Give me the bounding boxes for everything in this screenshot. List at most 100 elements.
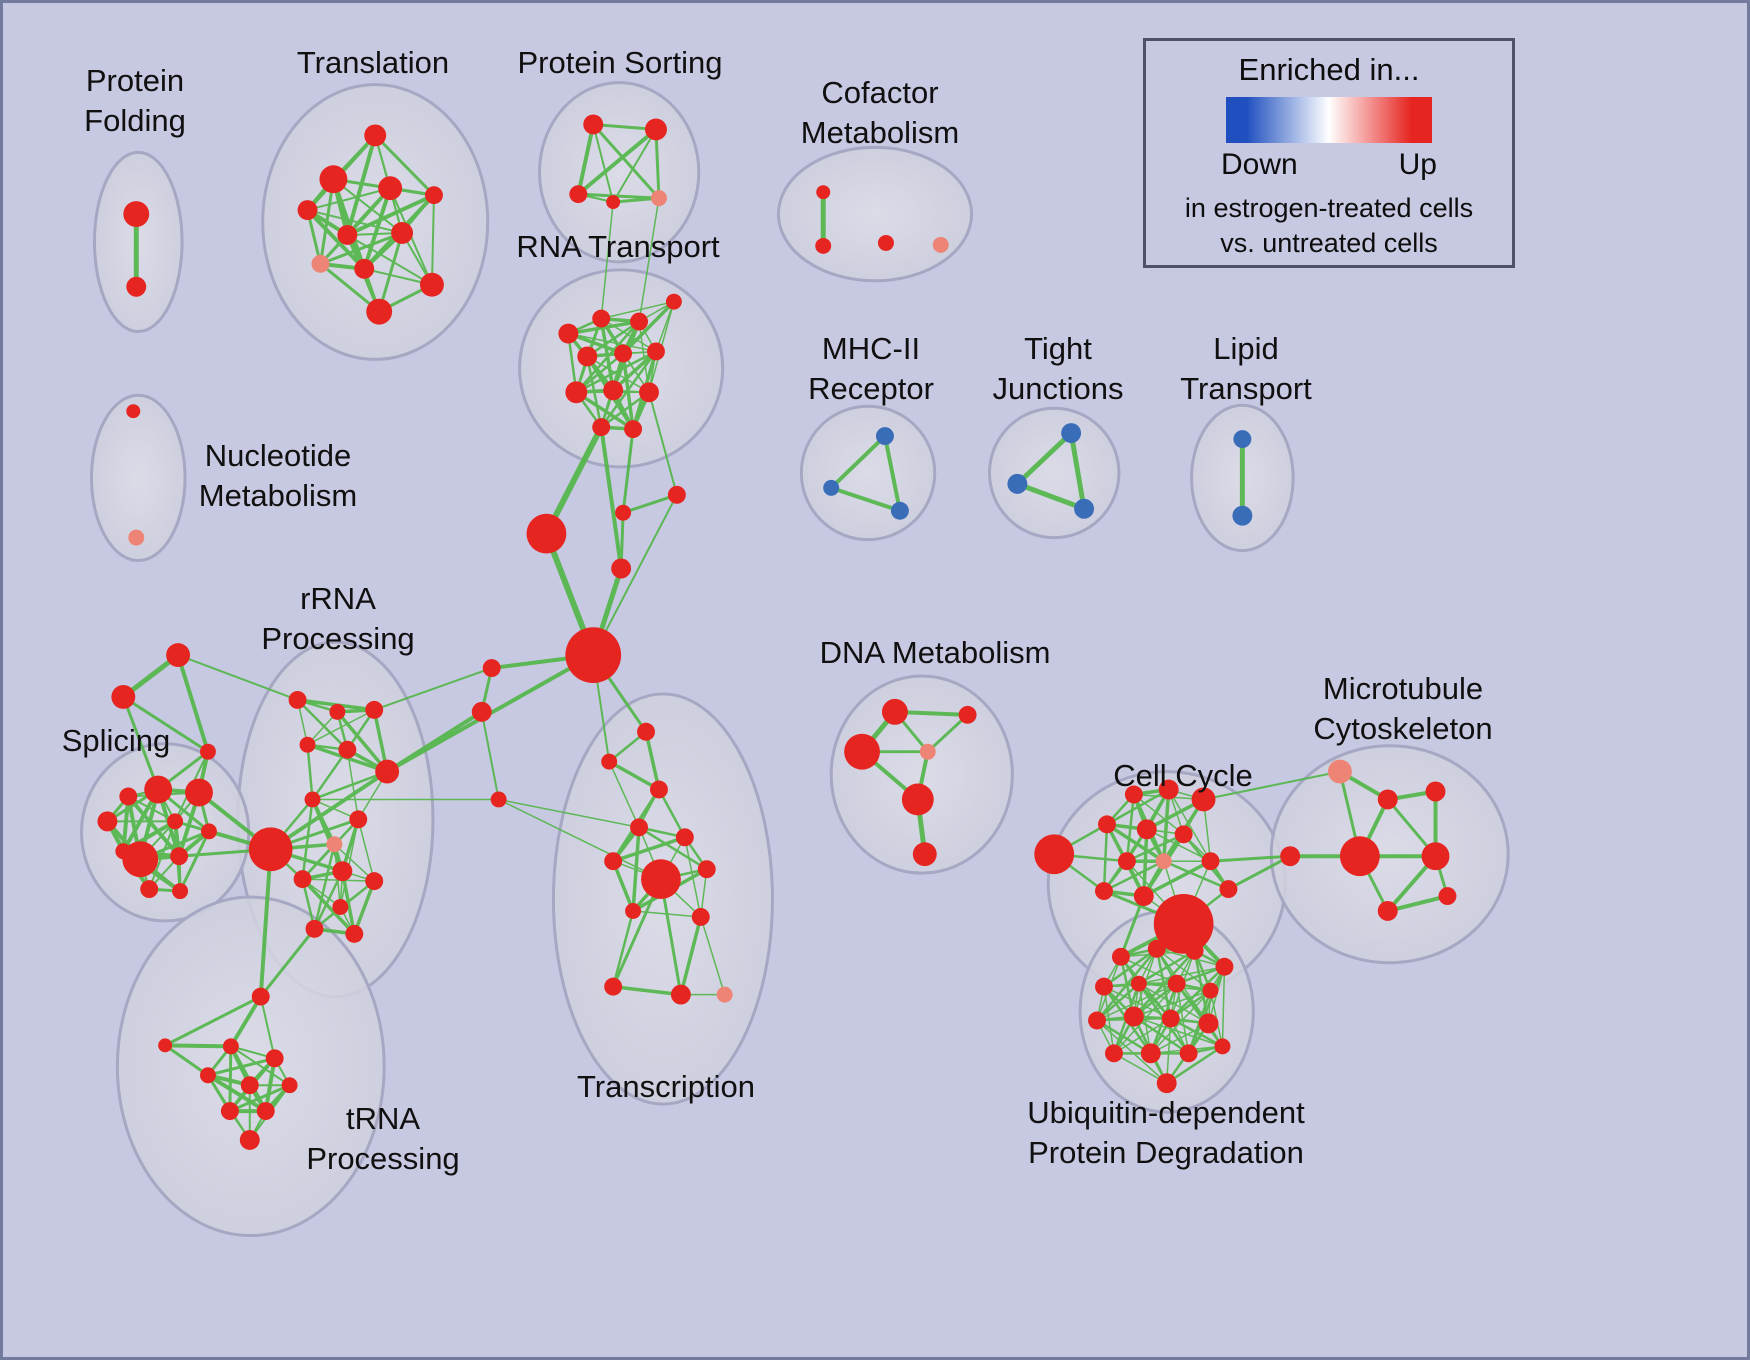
edge — [611, 984, 683, 997]
edge — [1175, 982, 1190, 1055]
edge — [339, 818, 360, 908]
nodes — [97, 114, 1457, 1150]
edge — [592, 123, 615, 204]
node — [1124, 785, 1143, 804]
node — [1191, 787, 1216, 812]
node — [815, 237, 832, 254]
node — [144, 775, 173, 804]
edge — [637, 826, 708, 871]
edge — [679, 915, 703, 997]
edge — [206, 1056, 277, 1077]
edge — [600, 201, 614, 320]
node — [1153, 894, 1214, 954]
node — [1061, 423, 1082, 444]
node — [1161, 1009, 1180, 1028]
node — [565, 381, 588, 404]
node — [565, 627, 622, 683]
edge — [311, 748, 349, 801]
edge — [592, 493, 678, 657]
node — [637, 722, 655, 741]
node — [329, 703, 346, 720]
edge — [1385, 894, 1450, 913]
node — [185, 778, 213, 807]
edge — [574, 390, 635, 431]
node — [239, 1130, 260, 1150]
node — [615, 504, 632, 521]
node — [281, 1077, 298, 1094]
node — [97, 811, 118, 832]
edge — [1105, 822, 1166, 863]
edge — [228, 1083, 292, 1113]
legend-axis-labels: Down Up — [1221, 147, 1437, 183]
edge — [163, 1043, 210, 1077]
edge — [306, 209, 404, 234]
node — [691, 907, 710, 926]
edge — [612, 128, 657, 204]
node — [248, 827, 293, 872]
node — [420, 272, 444, 297]
node — [697, 860, 716, 879]
edge — [362, 186, 393, 271]
edge — [373, 133, 436, 197]
edge — [306, 709, 375, 746]
edge — [654, 127, 661, 200]
node — [1140, 1043, 1161, 1064]
cluster-ellipse-mhc — [799, 404, 937, 542]
node — [919, 743, 936, 760]
edge — [163, 1043, 233, 1049]
node — [1179, 1044, 1198, 1063]
edge — [926, 713, 970, 754]
edge — [377, 231, 404, 314]
node — [375, 759, 400, 784]
node — [1233, 430, 1252, 449]
edge — [1162, 859, 1230, 891]
node — [1088, 1011, 1106, 1030]
edge — [1096, 982, 1178, 1022]
node — [365, 700, 384, 719]
node — [604, 977, 623, 996]
edge — [335, 710, 389, 774]
node — [490, 791, 507, 808]
edge — [1150, 989, 1212, 1055]
node — [583, 114, 604, 135]
node — [667, 485, 686, 504]
edge — [345, 133, 378, 237]
node — [1095, 882, 1113, 901]
node — [1202, 982, 1219, 999]
edge — [1133, 989, 1212, 1018]
edge — [1102, 859, 1165, 893]
edge — [1105, 788, 1170, 826]
cluster-ellipse-trna — [115, 895, 386, 1238]
edge — [648, 391, 678, 496]
edge — [331, 177, 367, 271]
node — [816, 185, 831, 200]
node — [122, 841, 159, 878]
edge — [575, 350, 658, 394]
node — [877, 234, 894, 251]
edge — [229, 1045, 291, 1087]
node — [624, 420, 643, 439]
edge — [1221, 965, 1226, 1048]
edge — [430, 194, 435, 286]
edge — [1161, 787, 1171, 863]
edge — [311, 770, 389, 801]
edge — [385, 709, 484, 774]
node — [265, 1049, 284, 1068]
node — [166, 643, 191, 668]
edge — [611, 909, 635, 988]
node — [123, 201, 150, 228]
edge — [333, 843, 375, 882]
edge — [638, 197, 660, 323]
node — [111, 684, 136, 709]
edge — [1202, 770, 1341, 801]
node — [220, 1102, 239, 1121]
node — [167, 813, 184, 830]
edge — [313, 869, 344, 931]
edge — [163, 995, 263, 1047]
edge — [586, 320, 641, 358]
edge — [1133, 793, 1185, 836]
node — [901, 783, 934, 816]
node — [1158, 779, 1179, 800]
node — [1174, 825, 1193, 844]
node — [569, 185, 588, 204]
